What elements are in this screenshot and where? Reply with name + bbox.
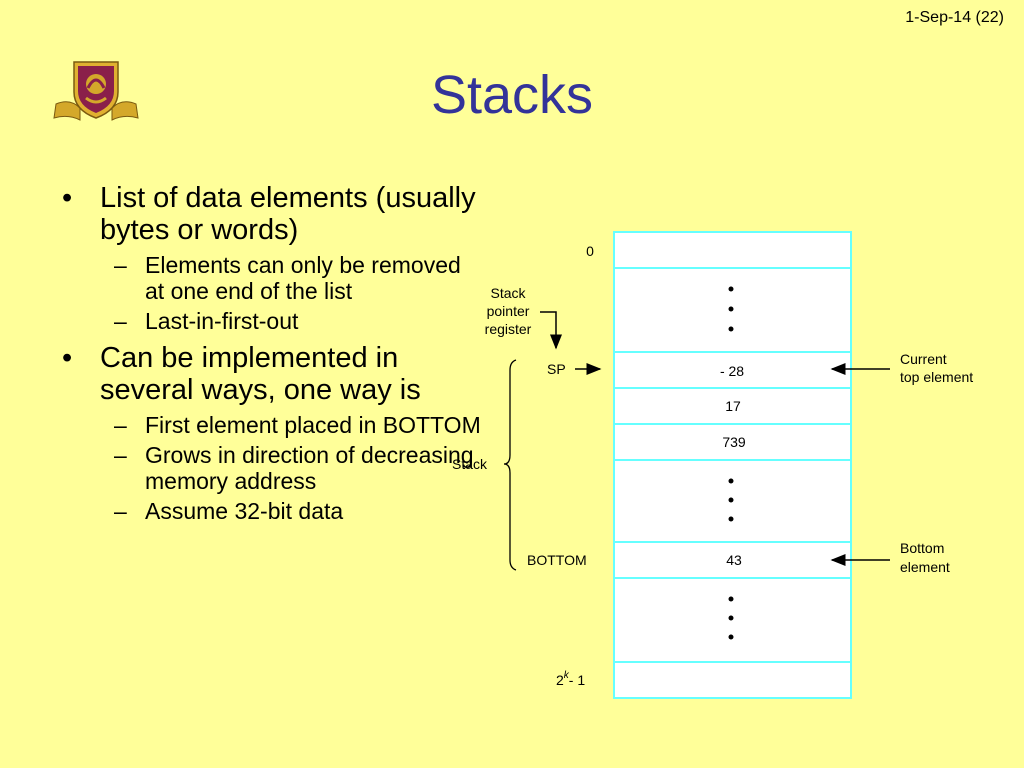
sub-bullet-item: – Elements can only be removed at one en…: [62, 252, 482, 304]
bullet-marker: •: [62, 182, 73, 214]
address-bottom-exponent: k: [564, 670, 570, 681]
stack-value: 43: [726, 552, 742, 568]
sub-bullet-item: – Grows in direction of decreasing memor…: [62, 442, 482, 494]
sub-bullet-text: Elements can only be removed at one end …: [145, 252, 461, 304]
address-bottom-suffix: - 1: [569, 672, 586, 688]
memory-cell: [613, 351, 852, 389]
sp-register-arrow: [540, 311, 562, 350]
memory-cell: [613, 387, 852, 425]
current-top-label-line: top element: [900, 369, 973, 385]
sp-register-label-line: pointer: [487, 303, 530, 319]
bullet-item: • List of data elements (usually bytes o…: [62, 182, 482, 246]
memory-cell: [613, 661, 852, 699]
address-bottom-base: 2: [556, 672, 564, 688]
bottom-element-label-line: element: [900, 559, 950, 575]
current-top-label-line: Current: [900, 351, 947, 367]
sub-bullet-text: Assume 32-bit data: [145, 498, 344, 524]
memory-cell: [613, 231, 852, 269]
slide-number: 1-Sep-14 (22): [905, 9, 1004, 26]
sub-bullet-text: Grows in direction of decreasing memory …: [145, 442, 474, 494]
stack-value: - 28: [720, 363, 744, 379]
sp-label: SP: [547, 361, 566, 377]
address-bottom-label: 2k- 1: [556, 670, 585, 688]
bullet-item: • Can be implemented in several ways, on…: [62, 342, 482, 406]
stack-brace: [503, 359, 517, 571]
stack-label: Stack: [452, 456, 488, 472]
dash-marker: –: [114, 412, 127, 438]
bullet-marker: •: [62, 342, 73, 374]
dash-marker: –: [114, 252, 127, 278]
memory-cell: [613, 541, 852, 579]
bullet-text: List of data elements (usually bytes or …: [100, 182, 476, 246]
bullet-list: • List of data elements (usually bytes o…: [62, 182, 482, 532]
dash-marker: –: [114, 308, 127, 334]
bullet-text: Can be implemented in several ways, one …: [100, 342, 421, 406]
sub-bullet-item: – Assume 32-bit data: [62, 498, 482, 524]
address-top-label: 0: [586, 243, 594, 259]
sub-bullet-item: – First element placed in BOTTOM: [62, 412, 482, 438]
sub-bullet-group: – First element placed in BOTTOM – Grows…: [62, 412, 482, 524]
sp-register-label-line: Stack: [490, 285, 526, 301]
stack-value: 17: [725, 398, 741, 414]
slide-title: Stacks: [430, 65, 594, 125]
dash-marker: –: [114, 442, 127, 468]
sp-register-label-line: register: [485, 321, 532, 337]
bottom-label: BOTTOM: [527, 552, 587, 568]
university-crest-logo: [53, 61, 139, 121]
sub-bullet-group: – Elements can only be removed at one en…: [62, 252, 482, 334]
sub-bullet-text: First element placed in BOTTOM: [145, 412, 481, 438]
dash-marker: –: [114, 498, 127, 524]
sub-bullet-text: Last-in-first-out: [145, 308, 299, 334]
bottom-element-label-line: Bottom: [900, 540, 944, 556]
sub-bullet-item: – Last-in-first-out: [62, 308, 482, 334]
stack-value: 739: [722, 434, 746, 450]
memory-cells: [613, 231, 852, 699]
ellipsis-dots: [728, 286, 734, 640]
